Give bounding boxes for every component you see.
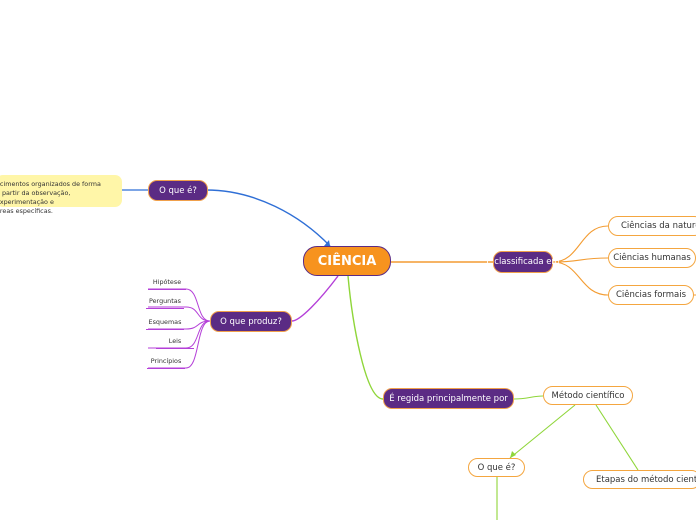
- link-class-humanas: [552, 257, 696, 263]
- method-steps-node[interactable]: Etapas do método científico: [583, 470, 696, 489]
- link-root-definition: [205, 189, 331, 247]
- governed-node[interactable]: É regida principalmente por: [383, 388, 514, 409]
- arrowhead-question: [510, 451, 516, 458]
- produces-label: O que produz?: [220, 316, 282, 327]
- note-line-3: áreas específicas.: [0, 207, 53, 215]
- link-method-steps: [595, 404, 639, 471]
- link-root-produces: [291, 275, 339, 322]
- arrowhead-root: [324, 240, 330, 246]
- classification-label: É classificada em: [486, 257, 560, 267]
- link-method-question: [509, 404, 576, 459]
- produces-item-principios[interactable]: Princípios: [147, 357, 185, 369]
- definition-question-label: O que é?: [159, 185, 197, 196]
- root-node[interactable]: CIÊNCIA: [303, 246, 391, 276]
- class-item-natureza[interactable]: Ciências da natureza: [608, 216, 696, 236]
- method-steps-label: Etapas do método científico: [596, 474, 696, 485]
- produces-item-perguntas[interactable]: Perguntas: [146, 297, 184, 309]
- definition-note[interactable]: ecimentos organizados de forma a partir …: [0, 175, 122, 215]
- link-produces-hipotese: [148, 288, 211, 322]
- method-node[interactable]: Método científico: [543, 386, 633, 405]
- class-item-humanas-label: Ciências humanas: [613, 253, 691, 263]
- note-line-2: a partir da observação, experimentação e: [0, 189, 71, 206]
- method-label: Método científico: [551, 390, 625, 401]
- link-root-governed: [347, 275, 384, 400]
- link-class-formais: [552, 261, 696, 296]
- method-question-node[interactable]: O que é?: [468, 458, 525, 477]
- produces-node[interactable]: O que produz?: [210, 311, 292, 332]
- definition-question-node[interactable]: O que é?: [148, 180, 208, 201]
- link-governed-method: [513, 395, 544, 400]
- link-class-natureza: [552, 225, 696, 263]
- note-line-1: ecimentos organizados de forma: [0, 180, 101, 188]
- class-item-humanas[interactable]: Ciências humanas: [608, 248, 696, 268]
- classification-node[interactable]: É classificada em: [486, 251, 560, 273]
- method-question-label: O que é?: [477, 462, 516, 473]
- produces-item-hipotese[interactable]: Hipótese: [148, 278, 186, 290]
- class-item-formais[interactable]: Ciências formais: [608, 285, 694, 305]
- link-produces-principios: [148, 320, 211, 369]
- root-label: CIÊNCIA: [317, 253, 377, 269]
- class-item-natureza-label: Ciências da natureza: [621, 221, 696, 231]
- governed-label: É regida principalmente por: [389, 393, 508, 404]
- produces-item-esquemas[interactable]: Esquemas: [146, 318, 184, 330]
- produces-item-leis[interactable]: Leis: [156, 337, 194, 349]
- class-item-formais-label: Ciências formais: [615, 290, 687, 300]
- link-produces-perguntas: [148, 306, 211, 322]
